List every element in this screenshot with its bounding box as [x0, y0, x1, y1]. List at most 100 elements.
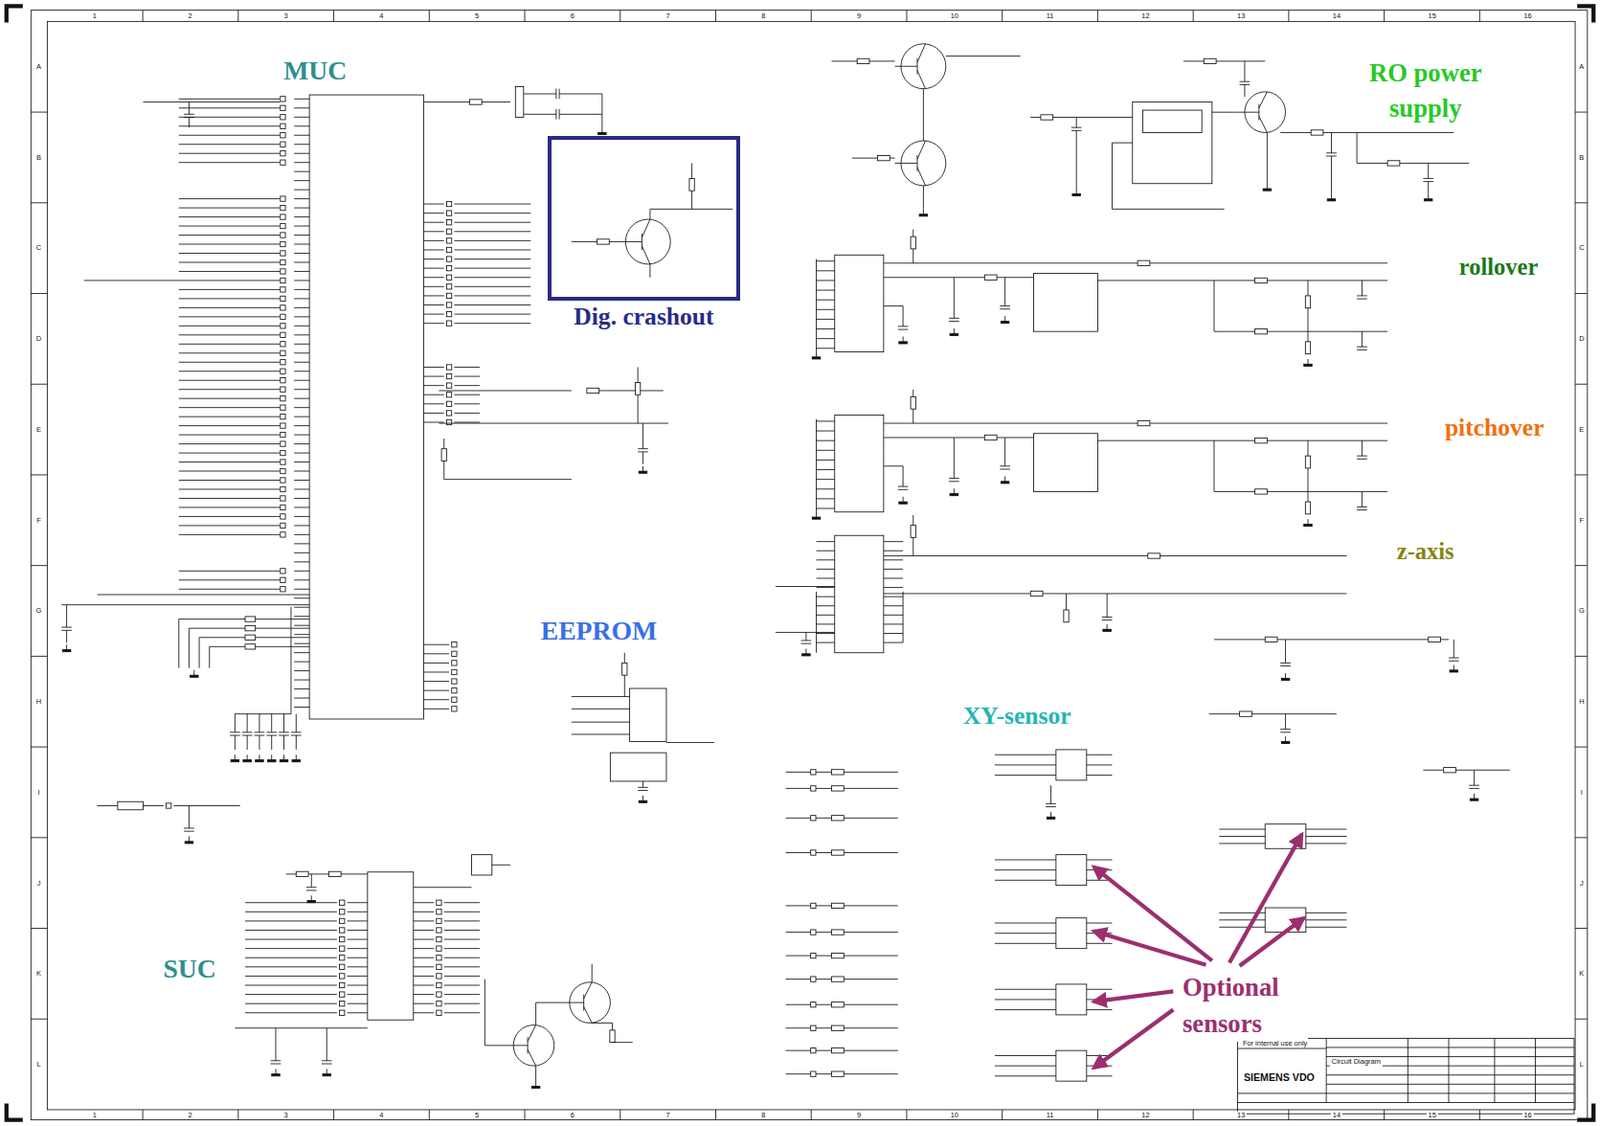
ground-symbol	[815, 352, 817, 358]
wire	[179, 297, 280, 299]
pin-line	[293, 688, 310, 690]
pin-line	[413, 901, 434, 903]
wire	[775, 631, 835, 633]
ground-symbol	[193, 670, 195, 676]
wire	[946, 55, 1021, 57]
ground-symbol	[234, 754, 236, 760]
resistor-symbol	[441, 449, 447, 462]
wire	[453, 422, 480, 424]
ground-symbol	[1281, 677, 1290, 680]
wire	[1065, 593, 1067, 610]
pin-line	[1218, 926, 1265, 928]
corner-mark	[6, 1104, 23, 1121]
ground-symbol	[1004, 315, 1006, 321]
grid-reference: 9	[855, 1111, 863, 1121]
wire	[1453, 639, 1455, 658]
ic-body	[834, 254, 884, 352]
wire	[453, 322, 531, 324]
transistor-symbol	[917, 44, 926, 63]
resistor-symbol	[832, 976, 845, 982]
section-label: SUC	[160, 953, 218, 985]
resistor-symbol	[1310, 130, 1324, 136]
wire	[179, 234, 280, 236]
wire	[179, 479, 280, 481]
grid-reference-holder: 1	[90, 1111, 99, 1121]
grid-reference-holder: B	[34, 153, 44, 162]
pin-line	[816, 586, 835, 588]
grid-reference: 5	[473, 1111, 481, 1121]
corner-mark	[1577, 1104, 1594, 1121]
pin-line	[816, 299, 835, 301]
wire	[283, 735, 285, 750]
wire	[453, 230, 531, 232]
pin-box	[446, 247, 451, 252]
corner-mark	[1577, 5, 1594, 23]
grid-reference: E	[1577, 426, 1586, 435]
pin-line	[1306, 842, 1348, 844]
frame-tick	[1575, 202, 1588, 203]
grid-reference: H	[34, 698, 44, 707]
resistor-symbol	[832, 769, 845, 775]
title-rule	[1326, 1037, 1328, 1103]
pin-line	[347, 975, 368, 977]
frame-tick	[1575, 927, 1588, 929]
wire	[179, 471, 280, 473]
wire	[444, 1012, 480, 1014]
pin-box	[280, 477, 286, 483]
ground-symbol	[642, 466, 644, 472]
resistor-symbol	[1063, 609, 1069, 623]
wire	[179, 143, 280, 145]
pin-line	[293, 597, 310, 599]
wire	[179, 618, 310, 620]
pin-line	[293, 135, 310, 136]
pin-line	[423, 222, 444, 224]
pin-box	[280, 368, 286, 374]
pin-box	[280, 568, 286, 574]
pin-box	[811, 815, 816, 821]
wire	[453, 222, 531, 224]
pin-line	[413, 920, 434, 922]
pin-box	[446, 401, 451, 406]
title-rule	[1237, 1102, 1575, 1104]
pin-line	[883, 550, 903, 552]
wire	[179, 198, 280, 200]
title-rule	[1237, 1092, 1327, 1094]
wire	[444, 947, 480, 949]
leader-arrow	[1093, 1010, 1173, 1069]
pin-line	[347, 957, 368, 959]
pin-line	[293, 443, 310, 445]
section-label: rollover	[1457, 253, 1541, 281]
frame-tick	[811, 1109, 812, 1121]
resistor-symbol	[1203, 58, 1217, 64]
wire	[1307, 280, 1308, 353]
wire	[1004, 277, 1006, 307]
pin-line	[293, 434, 310, 436]
capacitor-symbol	[321, 1059, 333, 1061]
ground-symbol	[902, 337, 904, 342]
pin-line	[423, 644, 450, 646]
pin-line	[347, 939, 368, 941]
pin-line	[1086, 764, 1113, 766]
pin-line	[293, 416, 310, 418]
box-heading: Dig. crashout	[570, 302, 717, 332]
grid-reference-holder: 8	[759, 11, 767, 21]
pin-line	[347, 993, 368, 995]
transistor-symbol	[584, 982, 593, 999]
grid-reference: E	[34, 426, 44, 435]
wire	[188, 117, 190, 129]
pin-box	[280, 332, 286, 338]
pin-line	[293, 488, 310, 490]
frame-tick	[1383, 1109, 1385, 1121]
pin-box	[811, 902, 816, 908]
frame-tick	[1575, 564, 1588, 566]
capacitor-symbol	[1102, 619, 1113, 621]
ground-symbol	[815, 512, 817, 518]
wire	[571, 708, 631, 710]
transistor-symbol	[1259, 115, 1268, 133]
grid-reference-holder: 8	[759, 1111, 767, 1121]
wire	[413, 886, 473, 888]
wire	[883, 262, 1388, 264]
wire	[637, 394, 639, 424]
transistor-symbol	[917, 167, 926, 186]
resistor-symbol	[984, 274, 997, 280]
